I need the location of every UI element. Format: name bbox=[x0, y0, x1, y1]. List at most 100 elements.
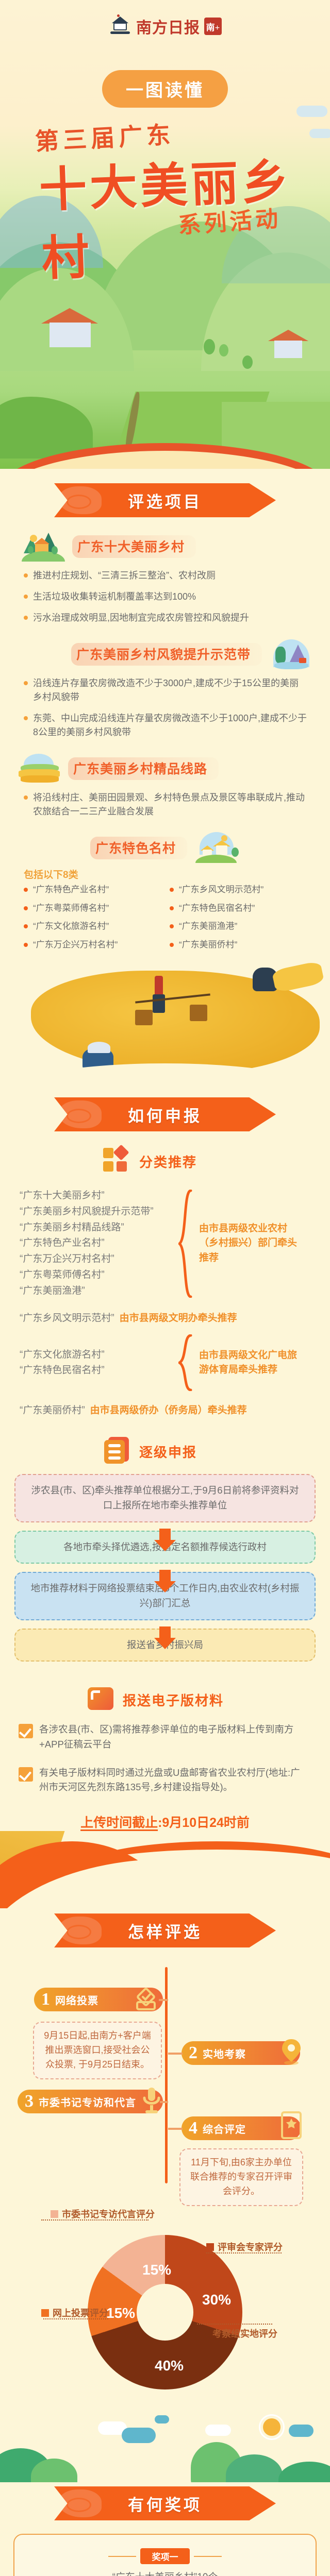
step-3-connector bbox=[160, 2101, 168, 2104]
banner-selection: 怎样评选 bbox=[54, 1913, 276, 1948]
legend-interview: 市委书记专访代言评分 bbox=[51, 2207, 155, 2221]
map-pin-icon bbox=[278, 2037, 304, 2065]
classify-name: “广东特色民宿名村” bbox=[20, 1365, 105, 1376]
classify-name: “广东粤菜师傅名村” bbox=[20, 1269, 105, 1280]
project-item-2-bullets: 沿线连片存量农房微改造不少于3000户,建成不少于15公里的美丽乡村风貌带 东莞… bbox=[23, 676, 307, 739]
hero-house-left bbox=[41, 308, 98, 349]
legend-leader-online bbox=[43, 2318, 108, 2320]
legend-leader-expert bbox=[206, 2252, 282, 2254]
country-house-icon bbox=[192, 832, 240, 864]
score-pie-chart: 30% 40% 15% 15% 评审会专家评分 考察组实地评分 网上投票评分 市 bbox=[0, 2189, 330, 2410]
classify-header: 分类推荐 bbox=[0, 1144, 330, 1176]
stepwise-box-3: 地市推荐材料于网络投票结束后5个工作日内,由农业农村(乡村振兴)部门汇总 bbox=[14, 1572, 316, 1620]
category: “广东美丽渔港” bbox=[169, 920, 315, 933]
classify-name: “广东美丽乡村风貌提升示范带” bbox=[20, 1206, 154, 1217]
step-2-label: 实地考察 bbox=[203, 2048, 246, 2060]
banner-projects-label: 评选项目 bbox=[128, 493, 202, 511]
step-1-label: 网络投票 bbox=[55, 1995, 98, 2007]
categories-left: “广东特色产业名村” “广东粤菜师傅名村” “广东文化旅游名村” “广东万企兴万… bbox=[23, 883, 169, 956]
brace-icon bbox=[177, 1334, 195, 1392]
project-item-1-header: 广东十大美丽乡村 bbox=[0, 531, 330, 563]
classify-name: “广东美丽乡村精品线路” bbox=[20, 1222, 124, 1233]
classify-group-4-authority: 由市县两级侨办（侨务局）牵头推荐 bbox=[90, 1405, 247, 1416]
legend-field: 考察组实地评分 bbox=[201, 2327, 277, 2340]
project-item-2-header: 广东美丽乡村风貌提升示范带 bbox=[0, 638, 330, 670]
hero-cloud-1 bbox=[296, 106, 327, 117]
electronic-check-1: 各涉农县(市、区)需将推荐参评单位的电子版材料上传到南方+APP征稿云平台 bbox=[19, 1722, 309, 1752]
electronic-check-1-text: 各涉农县(市、区)需将推荐参评单位的电子版材料上传到南方+APP征稿云平台 bbox=[39, 1724, 294, 1750]
electronic-check-2-text: 有关电子版材料同时通过光盘或U盘邮寄省农业农村厅(地址:广州市天河区先烈东路13… bbox=[39, 1767, 300, 1793]
classify-name: “广东美丽侨村” bbox=[20, 1405, 85, 1416]
classify-group-3: “广东文化旅游名村” “广东特色民宿名村” 由市县两级文化广电旅游体育局牵头推荐 bbox=[12, 1334, 318, 1392]
riverside-scene-icon bbox=[267, 638, 315, 670]
project-item-3-header: 广东美丽乡村精品线路 bbox=[0, 753, 330, 785]
legend-expert: 评审会专家评分 bbox=[206, 2240, 283, 2253]
classify-group-2: “广东乡风文明示范村” 由市县两级文明办牵头推荐 bbox=[12, 1310, 318, 1324]
project-item-4-subnote: 包括以下8类 bbox=[24, 870, 78, 880]
project-item-1-bullets: 推进村庄规划、“三清三拆三整治”、农村改厕 生活垃圾收集转运机制覆盖率达到100… bbox=[23, 569, 307, 625]
step-2-number: 2 bbox=[189, 2043, 197, 2063]
section-projects: 评选项目 广东十大美丽乡村 推进村庄规划、“三清三拆三整治”、农村改厕 bbox=[0, 469, 330, 960]
award-tag-1: 奖项一 bbox=[140, 2548, 190, 2565]
stepwise-title: 逐级申报 bbox=[139, 1444, 197, 1460]
legend-label: 网上投票评分 bbox=[53, 2308, 108, 2319]
stepwise-header: 逐级申报 bbox=[0, 1437, 330, 1466]
project-item-3-name: 广东美丽乡村精品线路 bbox=[68, 757, 219, 780]
step-1-connector bbox=[159, 1999, 168, 2002]
folder-icon bbox=[87, 1685, 116, 1714]
category: “广东万企兴万村名村” bbox=[23, 938, 169, 952]
classify-group-3-names: “广东文化旅游名村” “广东特色民宿名村” bbox=[12, 1347, 177, 1379]
classify-groups: “广东十大美丽乡村” “广东美丽乡村风貌提升示范带” “广东美丽乡村精品线路” … bbox=[0, 1188, 330, 1416]
step-1-number: 1 bbox=[41, 1990, 50, 2009]
classify-name: “广东万企兴万村名村” bbox=[20, 1253, 114, 1265]
pie-value-online: 15% bbox=[106, 2305, 136, 2321]
deadline-label: 上传时间截止 bbox=[80, 1816, 158, 1831]
project-item-4-name: 广东特色名村 bbox=[90, 837, 187, 859]
documents-stack-icon bbox=[103, 1437, 132, 1466]
legend-online: 网上投票评分 bbox=[41, 2306, 108, 2319]
banner-swirl-decor bbox=[58, 2489, 102, 2518]
check-icon bbox=[19, 1767, 33, 1782]
certificate-icon bbox=[278, 2110, 304, 2140]
legend-swatch bbox=[41, 2309, 49, 2317]
step-2-pill: 2 实地考察 bbox=[182, 2041, 300, 2065]
terrace-field-icon bbox=[15, 753, 63, 785]
classify-name: “广东乡风文明示范村” bbox=[20, 1313, 114, 1324]
legend-label: 市委书记专访代言评分 bbox=[62, 2209, 155, 2220]
legend-leader-interview bbox=[41, 2219, 148, 2221]
categories-right: “广东乡风文明示范村” “广东特色民宿名村” “广东美丽渔港” “广东美丽侨村” bbox=[169, 883, 315, 956]
awards-card: 奖项一 “广东十大美丽乡村”10个 奖项二 “广东美丽乡村风貌提升示范带”10条… bbox=[13, 2534, 317, 2576]
category: “广东特色民宿名村” bbox=[169, 902, 315, 915]
banner-swirl-decor bbox=[58, 1917, 102, 1945]
project-item-4-header: 广东特色名村 bbox=[0, 832, 330, 864]
section-apply: 如何申报 分类推荐 “广东十大美丽乡村” “广东美丽乡村风貌提升示范带” “广东… bbox=[0, 1094, 330, 1909]
wheat-decor bbox=[0, 1831, 330, 1909]
hero-tree-1 bbox=[204, 339, 215, 354]
classify-group-1-names: “广东十大美丽乡村” “广东美丽乡村风貌提升示范带” “广东美丽乡村精品线路” … bbox=[12, 1188, 177, 1299]
pie-donut bbox=[88, 2235, 242, 2390]
masthead: 南方日报 南+ bbox=[0, 14, 330, 38]
category: “广东美丽侨村” bbox=[169, 938, 315, 952]
four-squares-icon bbox=[103, 1144, 132, 1176]
project-item-4-categories: “广东特色产业名村” “广东粤菜师傅名村” “广东文化旅游名村” “广东万企兴万… bbox=[23, 883, 315, 956]
check-icon bbox=[19, 1724, 33, 1739]
project-item-2-name: 广东美丽乡村风貌提升示范带 bbox=[71, 643, 262, 666]
hero-tree-3 bbox=[242, 355, 253, 369]
banner-awards: 有何奖项 bbox=[54, 2486, 276, 2521]
electronic-header: 报送电子版材料 bbox=[0, 1685, 330, 1714]
category: “广东文化旅游名村” bbox=[23, 920, 169, 933]
category: “广东乡风文明示范村” bbox=[169, 883, 315, 896]
harvest-illustration bbox=[0, 960, 330, 1094]
classify-group-3-authority: 由市县两级文化广电旅游体育局牵头推荐 bbox=[199, 1349, 298, 1376]
stepwise-box-1: 涉农县(市、区)牵头推荐单位根据分工,于9月6日前将参评资料对口上报所在地市牵头… bbox=[14, 1474, 316, 1522]
pie-hole bbox=[137, 2284, 193, 2341]
step-3-pill: 3 市委书记专访和代言 bbox=[18, 2090, 163, 2114]
step-3-label: 市委书记专访和代言 bbox=[39, 2097, 136, 2109]
classify-group-1: “广东十大美丽乡村” “广东美丽乡村风貌提升示范带” “广东美丽乡村精品线路” … bbox=[12, 1188, 318, 1299]
step-1-bubble: 9月15日起,由南方+客户端推出票选窗口,接受社会公众投票, 于9月25日结束。 bbox=[33, 2022, 162, 2079]
landscape-decor-mid bbox=[0, 2410, 330, 2483]
legend-label: 考察组实地评分 bbox=[212, 2329, 277, 2340]
pie-value-field: 40% bbox=[155, 2358, 184, 2374]
classify-name: “广东十大美丽乡村” bbox=[20, 1190, 105, 1201]
